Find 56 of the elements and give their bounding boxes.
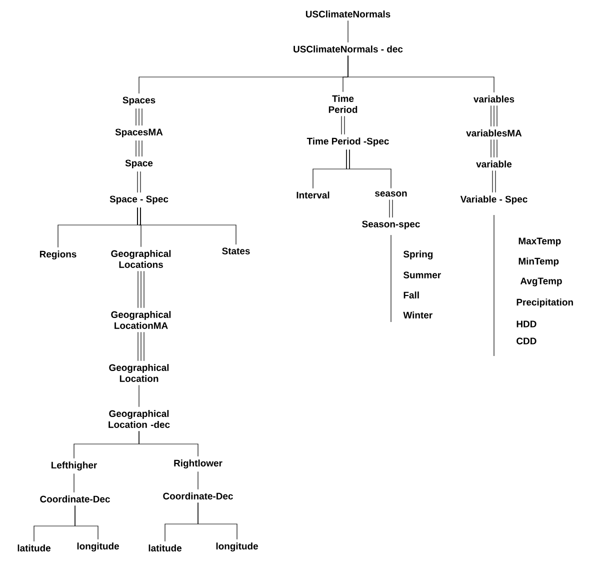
node-label: SpacesMA [115,128,163,138]
list-item: Summer [403,272,441,278]
connector [389,199,393,218]
node-label: latitude [18,544,51,552]
node-label: Season-spec [362,220,420,230]
list-item: Fall [404,292,419,298]
connector [198,502,238,540]
connector [138,384,140,408]
node-label: Spaces [122,96,156,106]
connector [346,149,392,188]
list-item: Precipitation [516,298,573,308]
node-label: variables [474,96,514,102]
connector [136,140,142,157]
node-label: variable [476,160,512,168]
connector [348,55,494,93]
node-label: Variable - Spec [460,196,528,204]
node-label: Time Period -Spec [306,138,389,146]
node-label: Coordinate-Dec [163,492,233,500]
node-label: Lefthigher [52,462,97,470]
list-item: MinTemp [518,258,559,266]
connector [138,332,144,362]
list-item: AvgTemp [520,278,562,286]
connector [341,116,345,135]
connector [137,171,141,193]
node-label: longitude [77,542,119,552]
node-label: Time Period [328,95,358,113]
connector [490,105,498,127]
node-label: variablesMA [466,130,522,136]
node-label: Space - Spec [110,196,168,204]
connector [136,108,142,126]
node-label: States [222,248,250,254]
list-item: CDD [516,338,536,344]
list-item: MaxTemp [518,238,561,246]
list-item: Winter [403,312,432,318]
node-label: Interval [296,192,330,198]
node-label: longitude [216,542,258,552]
node-label: USClimateNormals - dec [294,46,403,52]
connector [137,207,236,245]
node-label: Coordinate-Dec [40,496,110,502]
node-label: Space [125,160,153,168]
node-label: USClimateNormals [306,10,390,18]
node-label: season [375,191,407,197]
list-item: Spring [403,250,433,260]
list-item: HDD [516,320,536,328]
node-label: Rightlower [174,460,222,468]
connector [138,270,144,308]
node-label: Geographical Locations [111,250,171,268]
connector [490,139,498,158]
node-label: Geographical Location [109,364,169,382]
connector [74,505,98,540]
node-label: Geographical Location -dec [108,410,170,428]
node-label: Regions [40,250,76,260]
node-label: Geographical LocationMA [111,311,171,329]
node-label: latitude [148,544,182,552]
connector [138,430,198,457]
connector [492,170,496,193]
